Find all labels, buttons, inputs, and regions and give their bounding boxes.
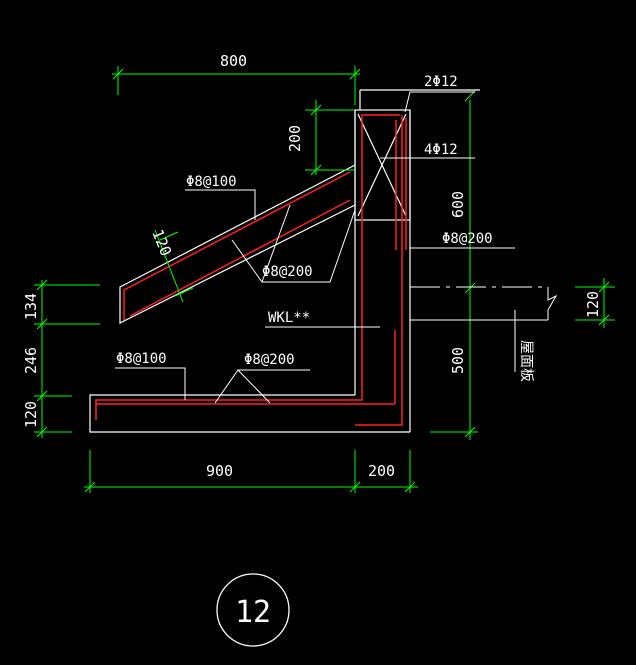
label-4phi12: 4Φ12 bbox=[424, 142, 458, 158]
label-bottom-left: Φ8@100 bbox=[116, 351, 167, 367]
bottom-slab bbox=[89, 394, 410, 433]
dim-600: 600 bbox=[449, 191, 467, 218]
leader-2phi12 bbox=[404, 91, 475, 113]
roof-break bbox=[547, 287, 558, 320]
label-slab-top: Φ8@100 bbox=[186, 174, 237, 190]
label-slab-dist: Φ8@200 bbox=[262, 264, 313, 280]
column-cap-cross-b bbox=[357, 113, 407, 217]
concrete-outline bbox=[89, 89, 480, 433]
dim-roof-120: 120 bbox=[584, 291, 602, 318]
column-rebar-right bbox=[355, 115, 403, 426]
column-rebar-left bbox=[95, 114, 400, 420]
detail-circle bbox=[216, 573, 290, 647]
dim-200-top: 200 bbox=[286, 125, 304, 152]
dim-246: 246 bbox=[22, 347, 40, 374]
slab-rebar-top bbox=[123, 171, 351, 320]
label-column-stirrup: Φ8@200 bbox=[442, 231, 493, 247]
leader-slab-dist-b bbox=[261, 204, 291, 283]
slab-rebar-bottom bbox=[129, 199, 351, 317]
dim-900: 900 bbox=[206, 462, 233, 480]
label-roof-board: 屋面板 bbox=[518, 340, 534, 382]
leader-slab-dist bbox=[231, 209, 356, 283]
dim-134: 134 bbox=[22, 293, 40, 320]
dim-slab-120-line bbox=[154, 229, 184, 303]
dim-500: 500 bbox=[449, 347, 467, 374]
dim-120-left: 120 bbox=[22, 401, 40, 428]
inclined-slab bbox=[119, 164, 356, 324]
dimensions bbox=[34, 66, 615, 493]
dim-200-bottom: 200 bbox=[368, 462, 395, 480]
leader-bottom-mid bbox=[214, 369, 271, 404]
detail-number: 12 bbox=[235, 595, 271, 630]
leader-slab-top bbox=[185, 189, 256, 220]
label-bottom-mid: Φ8@200 bbox=[244, 352, 295, 368]
dim-slab-120: 120 bbox=[148, 227, 175, 259]
leaders bbox=[115, 91, 558, 404]
leader-bottom-left bbox=[115, 367, 186, 400]
rebar bbox=[95, 114, 407, 426]
label-beam: WKL** bbox=[268, 310, 310, 326]
dim-800: 800 bbox=[220, 52, 247, 70]
label-2phi12: 2Φ12 bbox=[424, 74, 458, 90]
